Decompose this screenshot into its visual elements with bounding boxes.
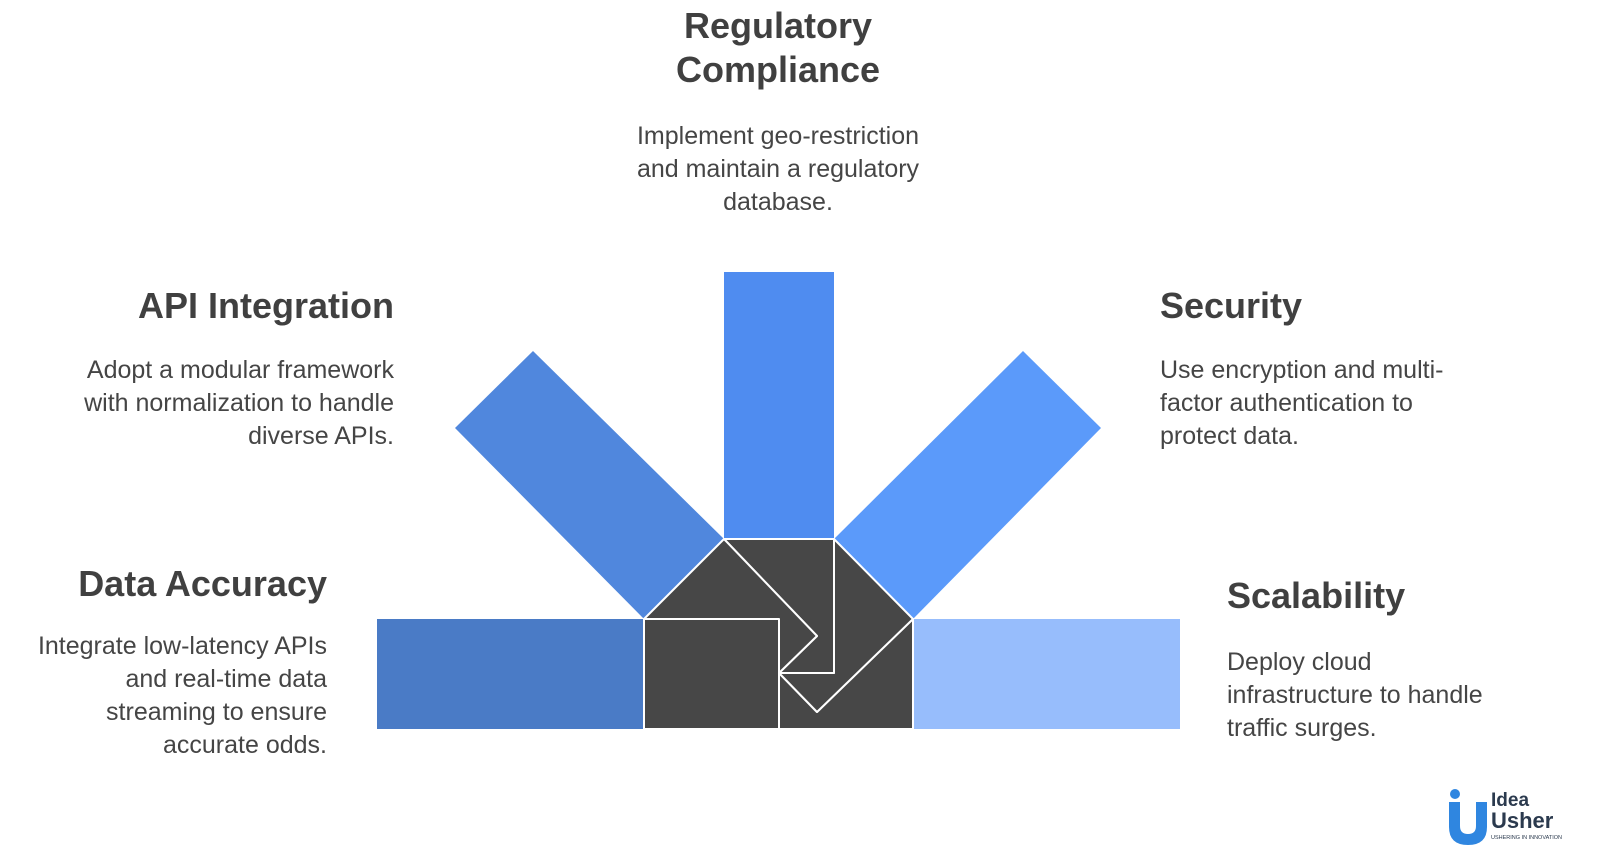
data-accuracy-desc-line4: accurate odds. [163, 731, 327, 759]
idea-usher-logo: Idea Usher USHERING IN INNOVATION [1449, 789, 1562, 845]
api-integration-description: Adopt a modular framework with normaliza… [20, 354, 394, 453]
regulatory-compliance-bar [724, 272, 834, 539]
api-integration-bar [455, 351, 724, 619]
scalability-desc-line2: infrastructure to handle [1227, 681, 1483, 709]
hub-piece-bottom-left [643, 618, 780, 730]
regulatory-desc-line1: Implement geo-restriction [636, 122, 920, 150]
logo-dot-icon [1450, 789, 1460, 799]
scalability-description: Deploy cloud infrastructure to handle tr… [1227, 646, 1577, 745]
regulatory-title-line1: Regulatory [683, 5, 873, 46]
regulatory-compliance-description: Implement geo-restriction and maintain a… [578, 120, 978, 219]
data-accuracy-title-text: Data Accuracy [78, 563, 327, 604]
data-accuracy-title: Data Accuracy [20, 562, 327, 606]
security-desc-line2: factor authentication to [1160, 389, 1413, 417]
scalability-title: Scalability [1227, 574, 1567, 618]
data-accuracy-desc-line2: and real-time data [125, 665, 327, 693]
api-integration-title: API Integration [60, 284, 394, 328]
scalability-desc-line3: traffic surges. [1227, 714, 1377, 742]
data-accuracy-description: Integrate low-latency APIs and real-time… [0, 630, 327, 762]
logo-text-idea: Idea [1491, 790, 1529, 811]
data-accuracy-desc-line1: Integrate low-latency APIs [37, 632, 327, 660]
scalability-desc-line1: Deploy cloud [1227, 648, 1372, 676]
regulatory-title-line2: Compliance [675, 49, 881, 90]
api-title-text: API Integration [137, 285, 394, 326]
hub-piece-upper-left [643, 538, 818, 674]
api-desc-line1: Adopt a modular framework [86, 356, 394, 384]
security-title: Security [1160, 284, 1520, 328]
data-accuracy-bar [377, 619, 644, 729]
logo-text-usher: Usher [1491, 808, 1554, 833]
scalability-bar [913, 619, 1180, 729]
api-desc-line3: diverse APIs. [248, 422, 394, 450]
logo-tagline: USHERING IN INNOVATION [1491, 835, 1562, 841]
regulatory-compliance-title: Regulatory Compliance [578, 4, 978, 92]
regulatory-desc-line3: database. [723, 188, 833, 216]
data-accuracy-desc-line3: streaming to ensure [106, 698, 327, 726]
security-desc-line3: protect data. [1160, 422, 1299, 450]
security-description: Use encryption and multi- factor authent… [1160, 354, 1560, 453]
security-bar [834, 351, 1101, 619]
security-desc-line1: Use encryption and multi- [1160, 356, 1444, 384]
logo-u-icon [1449, 802, 1487, 845]
center-hub [643, 538, 914, 730]
regulatory-desc-line2: and maintain a regulatory [636, 155, 920, 183]
scalability-title-text: Scalability [1227, 575, 1406, 616]
api-desc-line2: with normalization to handle [84, 389, 394, 417]
security-title-text: Security [1160, 285, 1303, 326]
